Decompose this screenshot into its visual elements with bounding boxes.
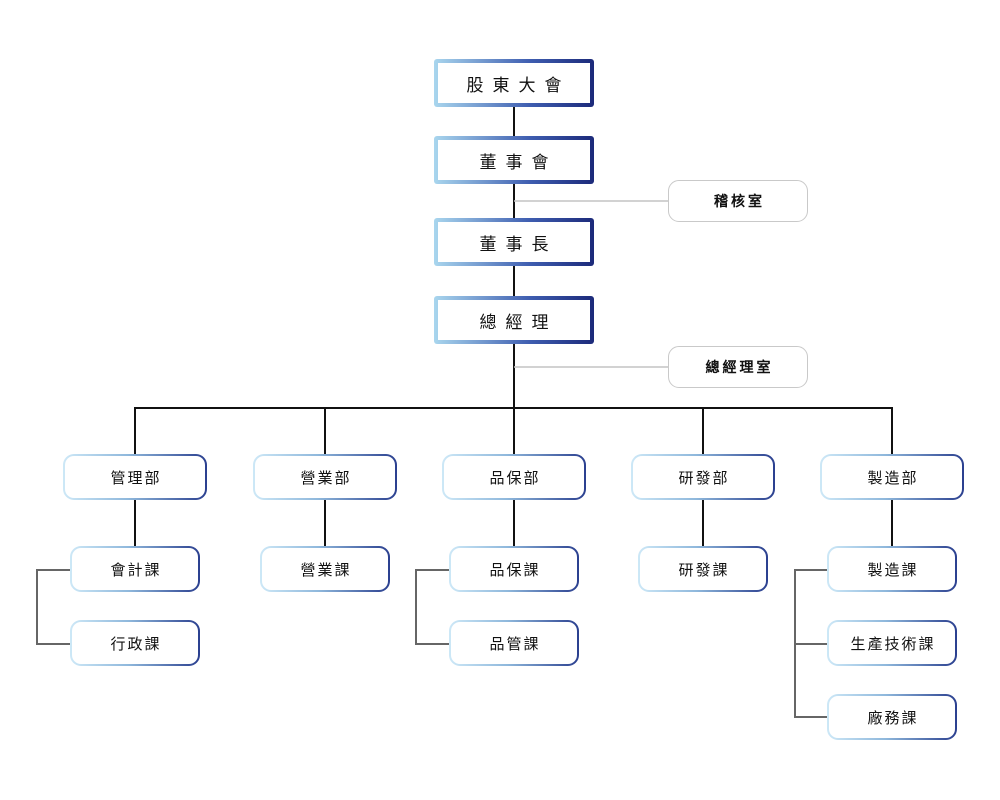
section-accounting: 會計課 (70, 546, 200, 592)
section-quality-control: 品管課 (449, 620, 579, 666)
board-of-directors-box: 董事會 (434, 136, 594, 184)
department-quality-assurance: 品保部 (442, 454, 586, 500)
general-manager-box: 總經理 (434, 296, 594, 344)
gm-office-box: 總經理室 (668, 346, 808, 388)
mfg-bracket (794, 569, 829, 718)
qa-bracket (415, 569, 451, 645)
section-rnd: 研發課 (638, 546, 768, 592)
department-rnd: 研發部 (631, 454, 775, 500)
section-administration: 行政課 (70, 620, 200, 666)
section-sales: 營業課 (260, 546, 390, 592)
audit-office-box: 稽核室 (668, 180, 808, 222)
admin-bracket (36, 569, 72, 645)
department-manufacturing: 製造部 (820, 454, 964, 500)
department-sales: 營業部 (253, 454, 397, 500)
section-production-technology: 生產技術課 (827, 620, 957, 666)
section-facilities: 廠務課 (827, 694, 957, 740)
department-management: 管理部 (63, 454, 207, 500)
shareholders-meeting-box: 股東大會 (434, 59, 594, 107)
chairman-box: 董事長 (434, 218, 594, 266)
section-quality-assurance: 品保課 (449, 546, 579, 592)
section-manufacturing: 製造課 (827, 546, 957, 592)
